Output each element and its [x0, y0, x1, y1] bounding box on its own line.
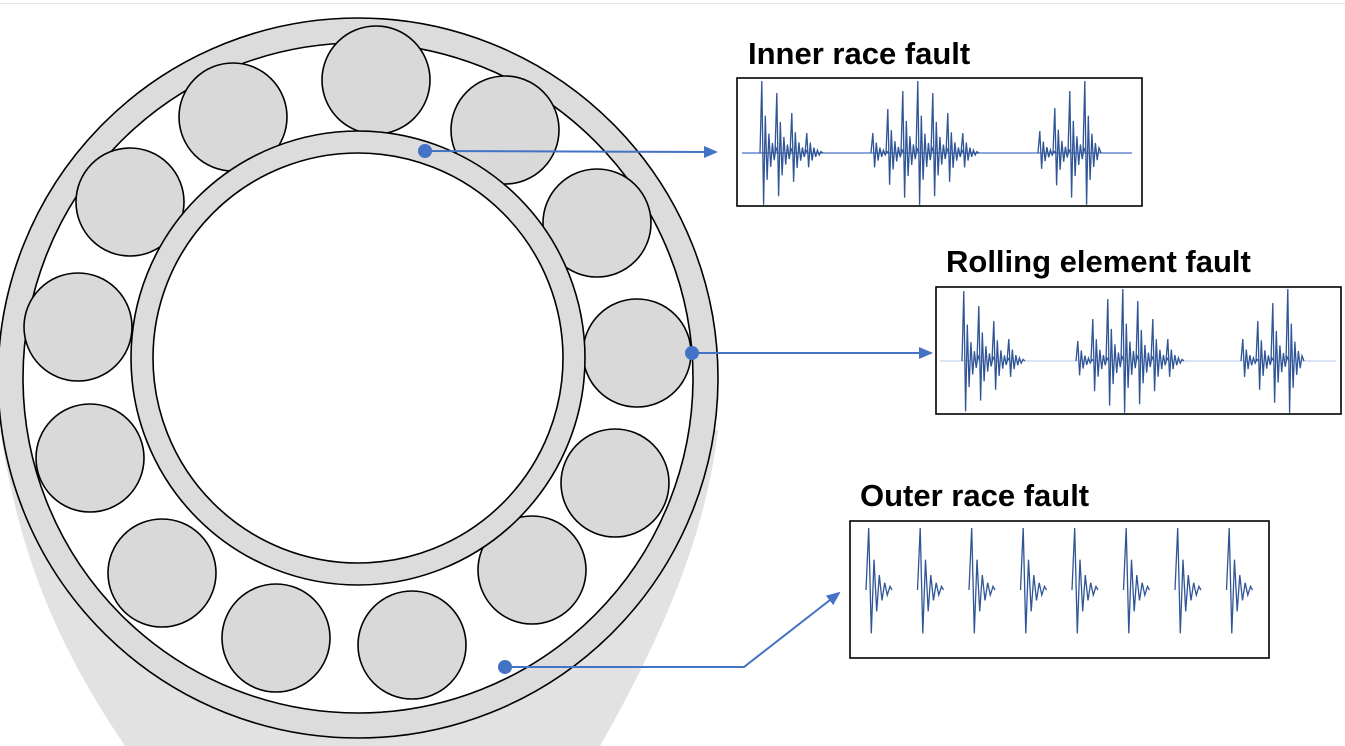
inner-race-impulse — [1037, 130, 1057, 169]
rolling-element-impulse — [991, 320, 1011, 390]
inner-race-impulse — [774, 92, 794, 197]
outer-race-impulse — [865, 527, 893, 634]
inner-race-pointer — [418, 144, 718, 158]
rolling-element-ball — [23, 272, 133, 382]
rolling-element-impulse — [1165, 338, 1185, 377]
outer-race-impulse — [1019, 527, 1048, 634]
bore — [152, 152, 564, 564]
rolling-element-ball — [477, 515, 587, 625]
inner-race-fault-title: Inner race fault — [748, 36, 971, 71]
inner-race-impulse — [1052, 107, 1072, 186]
rolling-element-ball — [357, 590, 467, 700]
top-divider — [0, 3, 1345, 4]
outer-race-impulse — [1174, 527, 1202, 634]
rolling-element-impulse — [1006, 338, 1026, 377]
outer-race-impulse — [1122, 527, 1151, 634]
outer-race-impulse — [968, 527, 996, 634]
inner-race-impulse — [960, 132, 980, 168]
rolling-element-impulse — [1285, 288, 1305, 413]
rolling-element-impulse — [1105, 298, 1125, 406]
inner-race-impulse — [915, 80, 935, 205]
rolling-element-impulse — [1270, 302, 1290, 403]
rolling-element-ball — [75, 147, 185, 257]
outer-race-impulse — [916, 527, 945, 634]
rolling-element-waveform — [961, 288, 1305, 413]
rolling-element-impulse — [1240, 338, 1260, 377]
rolling-element-impulse — [961, 290, 981, 412]
rolling-element-ball — [221, 583, 331, 693]
inner-race-impulse — [885, 108, 905, 185]
inner-race-signal-panel — [736, 77, 1143, 207]
rolling-element-ball — [107, 518, 217, 628]
rolling-element-ball — [560, 428, 670, 538]
outer-race-waveform — [865, 527, 1254, 634]
rolling-element-signal-panel — [935, 286, 1342, 415]
rolling-element-pointer — [685, 346, 933, 360]
rolling-element-impulse — [1120, 288, 1140, 413]
rolling-element-fault-title: Rolling element fault — [946, 244, 1251, 279]
inner-race-waveform — [759, 80, 1102, 205]
rolling-element-impulse — [1150, 318, 1170, 392]
inner-race-impulse — [900, 90, 920, 198]
inner-race-impulse — [789, 112, 809, 182]
rolling-element-impulse — [1135, 300, 1155, 405]
outer-race-pointer — [498, 591, 841, 674]
inner-race-impulse — [945, 112, 965, 182]
outer-race-impulse — [1071, 527, 1099, 634]
rolling-elements — [23, 25, 692, 700]
inner-race-impulse — [870, 132, 890, 168]
rolling-element-impulse — [976, 305, 996, 401]
rolling-element-impulse — [1090, 318, 1110, 392]
outer-race-pointer-arrow — [505, 591, 841, 668]
rolling-element-ball — [582, 298, 692, 408]
rolling-element-ball — [35, 403, 145, 513]
outer-race-signal-frame — [849, 520, 1270, 659]
inner-race-pointer-arrow — [424, 145, 718, 158]
inner-race-impulse — [930, 92, 950, 197]
inner-race-impulse — [1082, 80, 1102, 205]
inner-race-impulse — [759, 80, 779, 205]
outer-race-impulse — [1225, 527, 1254, 634]
outer-race-fault-title: Outer race fault — [860, 478, 1090, 513]
outer-race-signal-panel — [849, 520, 1270, 659]
rolling-element-ball — [321, 25, 431, 135]
inner-race-impulse — [1067, 90, 1087, 198]
inner-race-impulse — [804, 132, 824, 168]
rolling-element-impulse — [1075, 340, 1095, 376]
rolling-element-ball — [542, 168, 652, 278]
rolling-element-impulse — [1255, 320, 1275, 390]
